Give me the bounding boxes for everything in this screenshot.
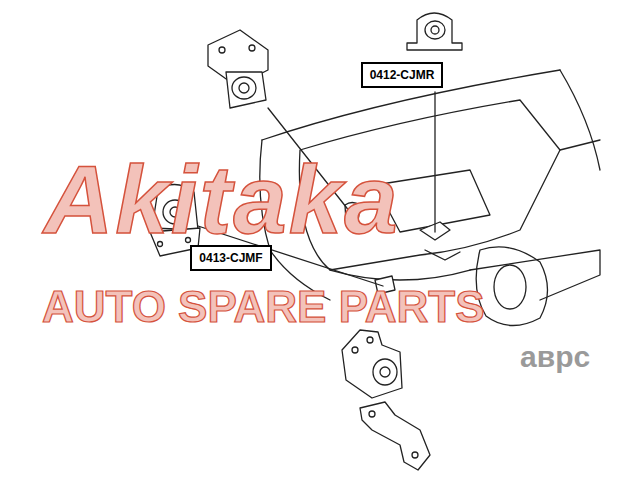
watermark-mark: аврс: [520, 342, 590, 372]
mount-bracket: [360, 402, 430, 470]
mount-bottom: [342, 330, 402, 398]
leader-line: [434, 92, 435, 232]
watermark-logo: Akitaka: [44, 152, 400, 248]
part-number: 0412-CJMR: [370, 68, 435, 82]
watermark-text: AUTO SPARE PARTS: [42, 285, 485, 329]
part-number-box: 0413-CJMF: [190, 245, 272, 271]
mount-top-center: [407, 13, 462, 50]
part-number-box: 0412-CJMR: [361, 62, 443, 88]
mount-top-left: [208, 30, 268, 108]
part-number: 0413-CJMF: [199, 251, 262, 265]
